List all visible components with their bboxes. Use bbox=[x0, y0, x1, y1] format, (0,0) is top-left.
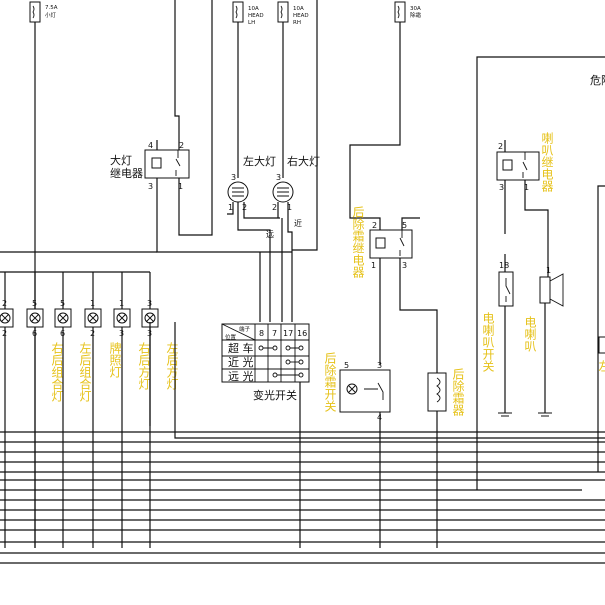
fuse-name: HEAD bbox=[248, 13, 264, 19]
near-label: 近 bbox=[294, 218, 302, 228]
left-headlamp-label: 左大灯 bbox=[243, 154, 276, 168]
fuse-sub: LH bbox=[248, 20, 255, 26]
svg-text:1: 1 bbox=[228, 203, 233, 212]
defrost-heater-label: 后除霜器 bbox=[451, 368, 465, 417]
lamp-pin-bottom: 2 bbox=[2, 329, 7, 338]
fuse-name: 小灯 bbox=[45, 11, 57, 19]
svg-text:3: 3 bbox=[148, 182, 153, 191]
top-right-label: 危险 bbox=[590, 73, 605, 87]
fuse-name: 除霜 bbox=[410, 11, 422, 19]
horn-switch: 18 bbox=[498, 261, 514, 307]
fuse-name: HEAD bbox=[293, 13, 309, 19]
lamp-pin-bottom: 3 bbox=[119, 329, 124, 338]
svg-text:18: 18 bbox=[499, 261, 509, 270]
svg-text:2: 2 bbox=[498, 142, 503, 151]
svg-text:7: 7 bbox=[272, 329, 277, 338]
dimmer-switch-caption: 变光开关 bbox=[253, 388, 297, 402]
horn-relay: 2 3 1 bbox=[496, 142, 540, 192]
lamp-label: 左后组合灯 bbox=[78, 341, 92, 403]
fuse-rating: 30A bbox=[410, 6, 421, 12]
svg-text:2: 2 bbox=[372, 221, 377, 230]
svg-text:3: 3 bbox=[377, 361, 382, 370]
fuse-rating: 10A bbox=[293, 6, 304, 12]
svg-text:3: 3 bbox=[499, 183, 504, 192]
lamp-pin-top: 1 bbox=[90, 299, 95, 308]
svg-text:1: 1 bbox=[287, 203, 292, 212]
relay-label-line1: 大灯 bbox=[110, 153, 132, 167]
svg-text:8: 8 bbox=[259, 329, 264, 338]
relay-label-line2: 继电器 bbox=[110, 167, 143, 180]
dimmer-header-position: 位置 bbox=[225, 333, 237, 341]
svg-text:5: 5 bbox=[402, 221, 407, 230]
svg-text:2: 2 bbox=[179, 141, 184, 150]
dimmer-header-terminal: 端子 bbox=[239, 325, 251, 333]
fuse-defrost: 30A 除霜 bbox=[394, 1, 422, 23]
rear-lamp: 1 2 牌照灯 bbox=[84, 272, 122, 548]
lamp-pin-bottom: 6 bbox=[60, 329, 65, 338]
svg-text:远 光: 远 光 bbox=[228, 369, 254, 383]
right-headlamp: 右大灯 3 2 1 bbox=[272, 154, 320, 212]
svg-text:3: 3 bbox=[402, 261, 407, 270]
headlamp-relay: 4 2 3 1 大灯 继电器 bbox=[110, 141, 190, 191]
svg-text:1: 1 bbox=[546, 266, 551, 275]
svg-text:3: 3 bbox=[231, 173, 236, 182]
left-headlamp: 左大灯 3 1 2 bbox=[227, 154, 276, 212]
svg-text:4: 4 bbox=[148, 141, 153, 150]
svg-text:3: 3 bbox=[276, 173, 281, 182]
horn: 1 bbox=[539, 266, 564, 307]
svg-text:17: 17 bbox=[283, 329, 293, 338]
defrost-heater bbox=[427, 372, 447, 412]
right-edge-label: 左 bbox=[597, 359, 605, 372]
svg-text:近 光: 近 光 bbox=[228, 355, 254, 369]
defrost-relay-label: 后除霜继电器 bbox=[351, 206, 365, 279]
fuse-small-lamp: 7.5A 小灯 bbox=[29, 1, 58, 23]
lamp-pin-top: 1 bbox=[119, 299, 124, 308]
svg-text:2: 2 bbox=[272, 203, 277, 212]
rear-lamp: 5 6 右后组合灯 bbox=[26, 272, 64, 548]
svg-text:5: 5 bbox=[344, 361, 349, 370]
horn-switch-label: 电喇叭开关 bbox=[481, 312, 495, 372]
svg-text:1: 1 bbox=[371, 261, 376, 270]
rear-lamp: 5 6 左后组合灯 bbox=[54, 272, 92, 548]
lamp-label: 右后组合灯 bbox=[50, 341, 64, 403]
rear-lamp: 22 bbox=[0, 272, 14, 548]
lamp-pin-bottom: 2 bbox=[90, 329, 95, 338]
lamp-pin-top: 5 bbox=[32, 299, 37, 308]
dimmer-switch: 端子 位置 8 7 17 16 超 车 近 光 远 光 bbox=[221, 323, 310, 383]
lamp-label: 右后方灯 bbox=[137, 341, 151, 391]
fuse-rating: 10A bbox=[248, 6, 259, 12]
lamp-pin-bottom: 6 bbox=[32, 329, 37, 338]
lamp-label: 左后方灯 bbox=[165, 341, 179, 391]
svg-text:1: 1 bbox=[524, 183, 529, 192]
rear-lamp: 1 3 右后方灯 bbox=[113, 272, 151, 548]
far-label: 远 bbox=[266, 230, 274, 239]
bus-lines bbox=[0, 322, 605, 564]
lamp-label: 牌照灯 bbox=[108, 342, 122, 379]
defrost-switch: 5 3 4 bbox=[339, 361, 391, 422]
fuse-rating: 7.5A bbox=[45, 5, 58, 11]
horn-relay-label: 喇叭继电器 bbox=[540, 131, 554, 193]
fuse-head-lh: 10A HEAD LH bbox=[232, 1, 264, 26]
lamp-pin-top: 3 bbox=[147, 299, 152, 308]
defrost-relay: 2 5 1 3 bbox=[369, 221, 413, 270]
svg-text:16: 16 bbox=[297, 329, 307, 338]
svg-text:1: 1 bbox=[178, 182, 183, 191]
lamp-pin-top: 2 bbox=[2, 299, 7, 308]
horn-label: 电喇叭 bbox=[523, 316, 537, 352]
defrost-switch-label: 后除霜开关 bbox=[323, 352, 337, 412]
fuse-sub: RH bbox=[293, 20, 301, 26]
right-headlamp-label: 右大灯 bbox=[287, 154, 320, 168]
lamp-pin-top: 5 bbox=[60, 299, 65, 308]
svg-text:超 车: 超 车 bbox=[228, 341, 254, 355]
